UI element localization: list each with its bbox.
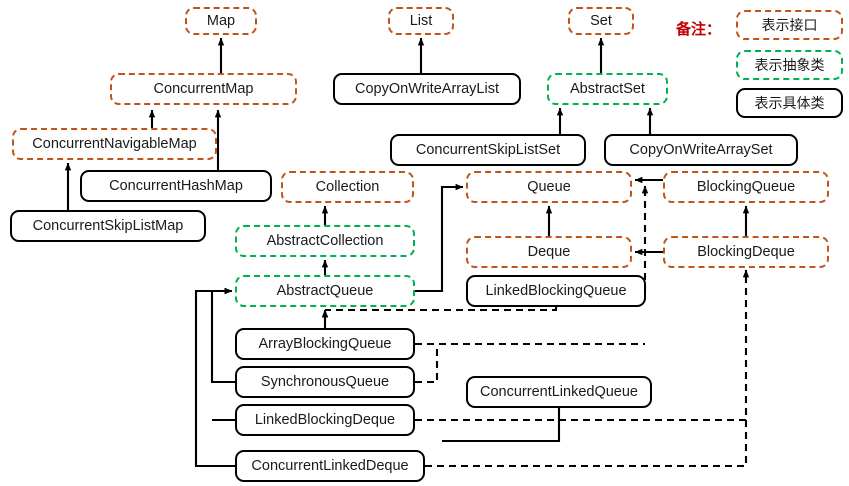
edge-sq-bq-dashed: [415, 344, 439, 384]
node-concurrentmap[interactable]: ConcurrentMap: [110, 73, 297, 105]
node-abstractcollection[interactable]: AbstractCollection: [235, 225, 415, 257]
node-copyonwritearraylist[interactable]: CopyOnWriteArrayList: [333, 73, 521, 105]
node-deque[interactable]: Deque: [466, 236, 632, 268]
edge-cld-aq: [194, 287, 235, 468]
node-concurrentskiplistset[interactable]: ConcurrentSkipListSet: [390, 134, 586, 166]
node-concurrenthashmap[interactable]: ConcurrentHashMap: [80, 170, 272, 202]
legend-interface-swatch: 表示接口: [736, 10, 843, 40]
edge-sq-aq: [210, 287, 235, 384]
node-abstractset[interactable]: AbstractSet: [547, 73, 668, 105]
edge-lbq-bq-dashed: [643, 186, 647, 293]
legend-concrete-swatch: 表示具体类: [736, 88, 843, 118]
edge-aq-queue: [415, 183, 464, 293]
node-list[interactable]: List: [388, 7, 454, 35]
node-concurrentlinkeddeque[interactable]: ConcurrentLinkedDeque: [235, 450, 425, 482]
node-arrayblockingqueue[interactable]: ArrayBlockingQueue: [235, 328, 415, 360]
legend-title: 备注：: [676, 21, 722, 38]
node-linkedblockingdeque[interactable]: LinkedBlockingDeque: [235, 404, 415, 436]
node-queue[interactable]: Queue: [466, 171, 632, 203]
legend-abstract-swatch: 表示抽象类: [736, 50, 843, 80]
node-concurrentskiplistmap[interactable]: ConcurrentSkipListMap: [10, 210, 206, 242]
node-blockingdeque[interactable]: BlockingDeque: [663, 236, 829, 268]
node-collection[interactable]: Collection: [281, 171, 414, 203]
node-abstractqueue[interactable]: AbstractQueue: [235, 275, 415, 307]
node-concurrentnavigablemap[interactable]: ConcurrentNavigableMap: [12, 128, 217, 160]
node-linkedblockingqueue[interactable]: LinkedBlockingQueue: [466, 275, 646, 307]
node-set[interactable]: Set: [568, 7, 634, 35]
node-blockingqueue[interactable]: BlockingQueue: [663, 171, 829, 203]
node-concurrentlinkedqueue[interactable]: ConcurrentLinkedQueue: [466, 376, 652, 408]
node-synchronousqueue[interactable]: SynchronousQueue: [235, 366, 415, 398]
node-map[interactable]: Map: [185, 7, 257, 35]
node-copyonwritearrayset[interactable]: CopyOnWriteArraySet: [604, 134, 798, 166]
edge-lbq-aq-dashed: [325, 307, 558, 312]
